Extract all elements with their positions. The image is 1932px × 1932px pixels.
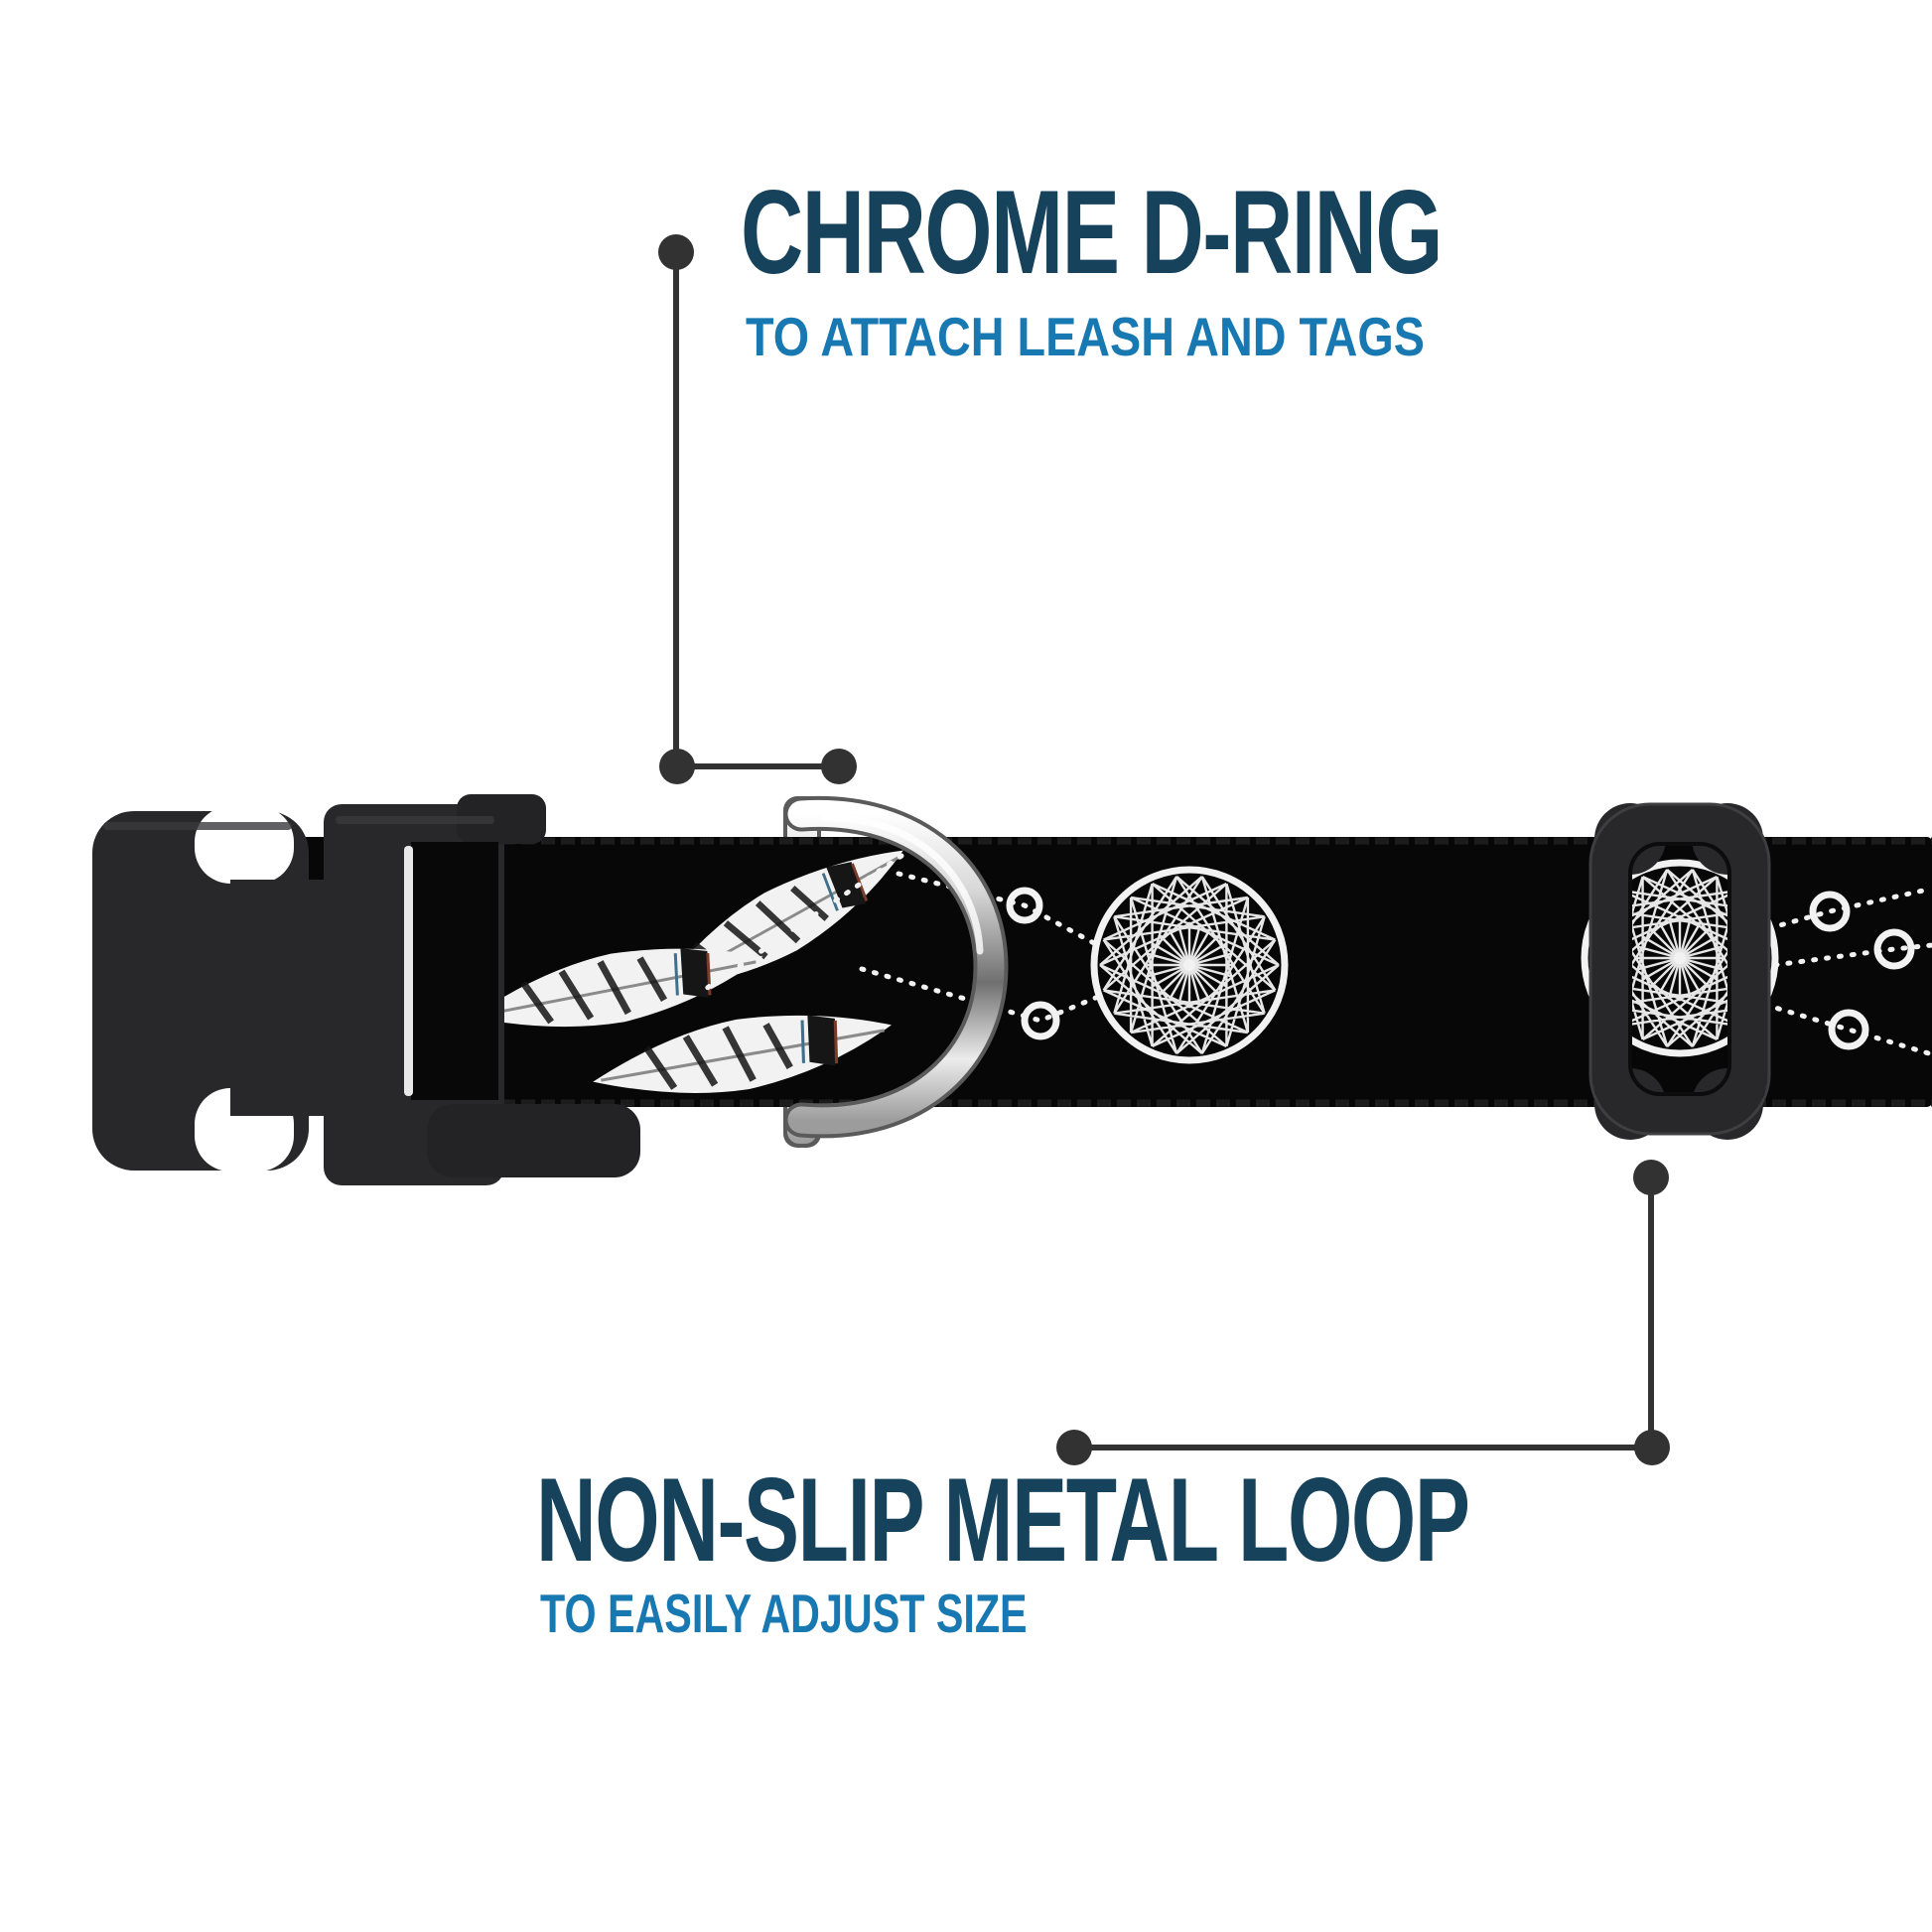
bead-strings <box>697 853 1932 1057</box>
bead-string <box>1772 942 1932 968</box>
d-ring-highlight <box>820 814 984 955</box>
bead-ring <box>1006 887 1043 924</box>
adjustment-slider <box>1588 802 1771 1140</box>
callout-dot-d-ring <box>821 749 857 784</box>
feather-accent-thread-red <box>833 1020 839 1064</box>
slider-frame <box>1590 804 1769 1134</box>
feather-band <box>826 862 867 908</box>
feather-accent-thread-red <box>851 863 869 901</box>
buckle-slot-highlight <box>404 846 413 1096</box>
buckle-notch-top <box>195 806 294 884</box>
feather-accent-thread-blue <box>821 873 839 911</box>
feather-band <box>680 948 709 998</box>
callout-line-bottom-vertical <box>1648 1177 1654 1448</box>
callout-dot-top-title <box>658 234 694 270</box>
feather-graphic-2 <box>471 948 763 1028</box>
feather-band <box>807 1015 836 1066</box>
bead-ring <box>1873 928 1915 970</box>
feather-graphic-3 <box>593 1015 892 1093</box>
callout-dot-top-corner <box>659 749 695 784</box>
slider-inner-edge <box>1628 842 1731 1096</box>
bead-rings <box>1006 887 1915 1050</box>
bottom-feature-title: NON-SLIP METAL LOOP <box>536 1453 1470 1587</box>
dreamcatcher-web-1 <box>1090 866 1289 1064</box>
feather-markings <box>520 956 668 1025</box>
bottom-feature-subtitle: TO EASILY ADJUST SIZE <box>540 1583 1028 1644</box>
buckle-cap-highlight <box>103 822 292 830</box>
web-hoop <box>1581 859 1779 1057</box>
web-center <box>1183 959 1195 971</box>
web-hoop <box>1090 866 1289 1064</box>
bead-string <box>697 853 904 996</box>
buckle-bottom-lip <box>427 1104 640 1177</box>
bead-string <box>1762 1002 1932 1057</box>
bead-string <box>1766 886 1932 931</box>
buckle-body-highlight <box>336 816 494 824</box>
slider-outer-highlight <box>1588 802 1771 1136</box>
callout-dot-bottom-title <box>1056 1430 1092 1465</box>
side-release-buckle <box>92 794 640 1185</box>
callout-line-bottom-horizontal <box>1074 1445 1652 1450</box>
callout-dot-slider <box>1633 1160 1669 1195</box>
dreamcatcher-artwork <box>471 850 1932 1093</box>
bead-ring <box>1021 1001 1060 1040</box>
callout-line-top-vertical <box>673 252 679 766</box>
feather-accent-thread-blue <box>673 953 679 996</box>
top-feature-title: CHROME D-RING <box>741 166 1444 299</box>
web-center <box>1674 952 1686 964</box>
bead-ring <box>1828 1009 1869 1050</box>
web-lines <box>1099 875 1280 1055</box>
buckle-strap-slot <box>411 842 498 1100</box>
feather-accent-thread-blue <box>800 1020 805 1063</box>
bead-string <box>896 871 1097 946</box>
callout-line-top-horizontal <box>677 763 839 769</box>
bead-ring <box>1809 891 1851 932</box>
top-feature-subtitle: TO ATTACH LEASH AND TAGS <box>746 306 1425 367</box>
dreamcatcher-web-2 <box>1581 859 1779 1057</box>
callout-dot-bottom-corner <box>1634 1430 1670 1465</box>
buckle-top-lip <box>457 794 546 844</box>
feather-markings <box>643 1023 793 1090</box>
chrome-d-ring <box>783 795 1009 1139</box>
